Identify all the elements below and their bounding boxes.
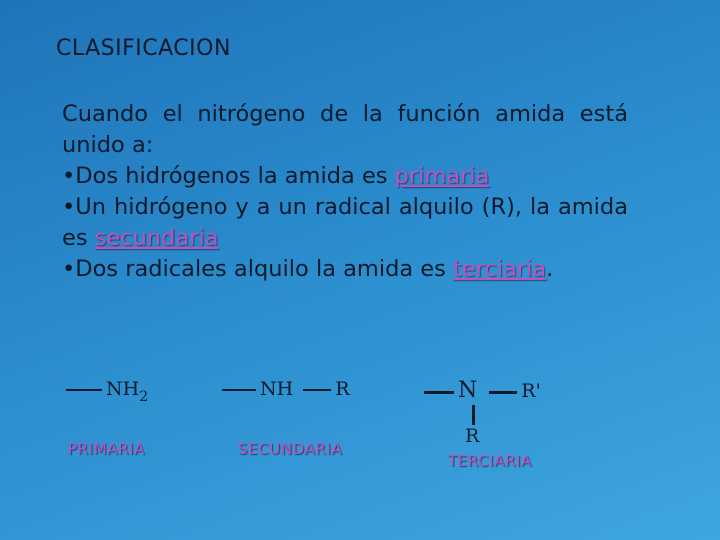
label-secundaria: SECUNDARIA	[238, 440, 343, 458]
bullet-terciaria: •Dos radicales alquilo la amida es terci…	[62, 254, 628, 285]
formula-terciaria: N R'	[424, 378, 541, 403]
label-primaria: PRIMARIA	[68, 440, 146, 458]
term-primaria: primaria	[394, 163, 490, 189]
bullet-text: •Dos radicales alquilo la amida es	[62, 256, 454, 282]
vertical-bond	[472, 405, 475, 425]
bullet-suffix: .	[546, 256, 554, 282]
radical-r-down: R	[465, 425, 480, 447]
nitrogen-atom: N	[458, 378, 478, 403]
single-bond	[222, 389, 256, 391]
single-bond	[424, 390, 454, 394]
amine-group: NH	[106, 378, 140, 400]
label-terciaria: TERCIARIA	[448, 452, 532, 470]
formula-secundaria: NH R	[222, 378, 350, 400]
subscript: 2	[139, 389, 149, 405]
bullet-text: •Un hidrógeno y a un radical alquilo (R)…	[62, 194, 628, 251]
intro-text: Cuando el nitrógeno de la función amida …	[62, 101, 628, 158]
amine-group: NH	[260, 378, 294, 400]
formula-primaria: NH2	[66, 378, 148, 405]
radical-r-prime: R'	[521, 380, 541, 402]
slide-title: CLASIFICACION	[56, 36, 231, 61]
single-bond	[66, 389, 102, 391]
bullet-secundaria: •Un hidrógeno y a un radical alquilo (R)…	[62, 192, 628, 254]
single-bond	[489, 390, 518, 394]
term-secundaria: secundaria	[94, 225, 219, 251]
single-bond	[303, 389, 332, 391]
bullet-text: •Dos hidrógenos la amida es	[62, 163, 395, 189]
radical-r: R	[335, 378, 350, 400]
slide-body: Cuando el nitrógeno de la función amida …	[62, 99, 628, 285]
bullet-primaria: •Dos hidrógenos la amida es primaria	[62, 161, 628, 192]
term-terciaria: terciaria	[453, 256, 547, 282]
